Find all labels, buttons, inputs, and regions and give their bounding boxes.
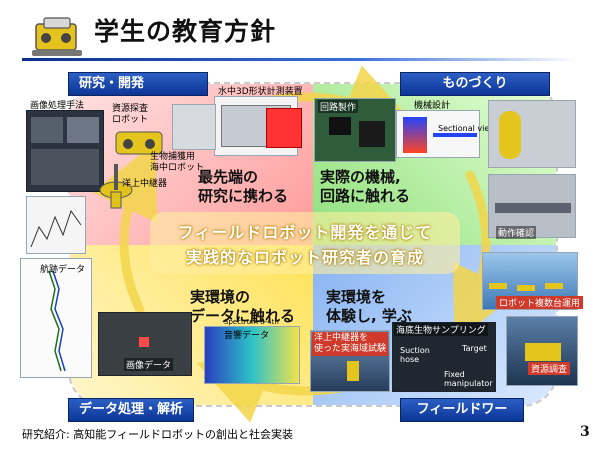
caption-resource-robot: 資源探査ロボット <box>112 104 149 125</box>
caption-mech-design: 機械設計 <box>414 101 451 111</box>
image-processing-screens <box>26 110 104 192</box>
nav-track-chart <box>20 258 92 378</box>
caption-spectrum: Spectrum 8-4th <box>224 318 279 326</box>
caption-target: Target <box>462 344 487 353</box>
caption-sea-test: 洋上中継器を使った実海域試験 <box>312 332 389 356</box>
data-text: 実環境のデータに触れる <box>190 288 296 325</box>
assembly-photo <box>488 100 576 168</box>
title-underline <box>22 58 578 61</box>
caption-relay: 洋上中継器 <box>122 179 168 189</box>
arrow-right <box>453 170 518 343</box>
resource-robot-image <box>115 131 163 155</box>
footer-text: 研究紹介: 高知能フィールドロボットの創出と社会実装 <box>22 428 293 441</box>
mech-design-drawing <box>396 110 480 158</box>
page-title: 学生の教育方針 <box>94 17 277 46</box>
caption-image-data: 画像データ <box>124 358 174 371</box>
resource-survey-photo <box>506 316 578 386</box>
caption-image-processing: 画像処理手法 <box>30 101 85 111</box>
arrow-left <box>92 142 158 315</box>
slogan-line-1: フィールドロボット開発を通じて <box>177 223 433 242</box>
research-text: 最先端の研究に携わる <box>198 168 289 205</box>
slogan-line-2: 実践的なロボット研究者の育成 <box>185 248 424 267</box>
caption-underwater-3d: 水中3D形状計測装置 <box>218 87 303 97</box>
acoustic-data-panel <box>204 326 300 384</box>
label-research-development: 研究・開発 <box>68 72 208 96</box>
operation-check-photo <box>488 174 576 238</box>
caption-sectional-view: Sectional view <box>438 124 496 133</box>
robot-logo-icon <box>32 17 82 56</box>
label-data-analysis: データ処理・解析 <box>68 398 194 422</box>
caption-bio-sampling: 海底生物サンプリング <box>394 323 488 336</box>
caption-acoustic-data: 音響データ <box>224 331 270 341</box>
caption-multi-robot: ロボット複数台運用 <box>496 296 584 309</box>
robot-frame-image <box>172 104 216 150</box>
caption-circuit: 回路製作 <box>318 100 359 113</box>
slogan-background <box>150 212 460 274</box>
circuit-board-image <box>314 98 396 162</box>
caption-operation-check: 動作確認 <box>496 226 537 239</box>
device-label-marker <box>266 108 302 148</box>
label-fieldwork: フィールドワーク <box>400 398 524 439</box>
caption-bio-capture: 生物捕獲用海中ロボット <box>150 152 205 173</box>
field-text: 実環境を体験し, 学ぶ <box>326 288 412 325</box>
page-number: 3 <box>580 424 590 440</box>
label-monozukuri: ものづくり <box>400 72 550 96</box>
caption-nav-data: 航跡データ <box>40 265 86 275</box>
caption-resource-survey: 資源調査 <box>528 362 571 375</box>
bio-sampling-photo <box>392 322 496 392</box>
relay-buoy-image <box>99 164 133 209</box>
making-text: 実際の機械,回路に触れる <box>320 168 411 205</box>
processing-graph <box>26 196 86 254</box>
image-data-panel <box>98 312 192 376</box>
